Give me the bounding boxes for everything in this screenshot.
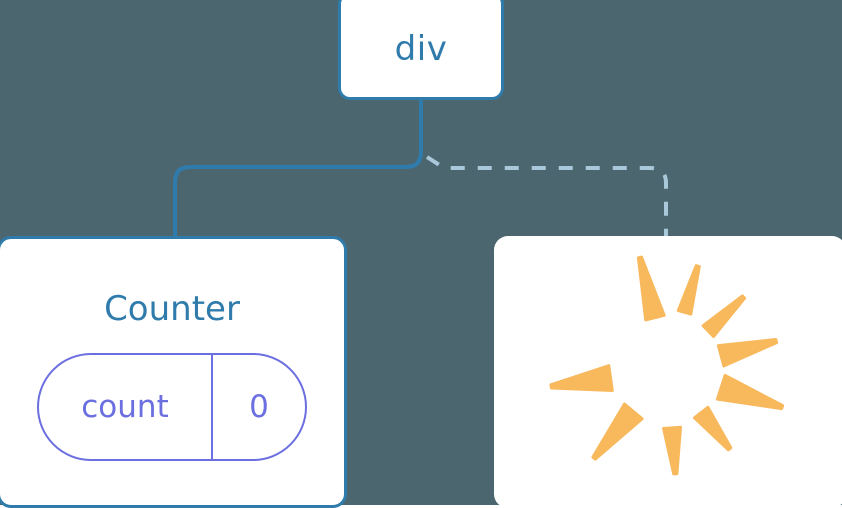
- starburst-ray: [549, 364, 614, 392]
- starburst-ray: [716, 338, 779, 368]
- node-counter[interactable]: Counter count 0: [0, 236, 347, 508]
- node-counter-label: Counter: [104, 289, 240, 329]
- starburst-icon: [549, 255, 785, 476]
- state-value-label: 0: [249, 389, 269, 425]
- starburst-ray: [715, 373, 785, 411]
- node-div-label: div: [394, 29, 448, 69]
- starburst-rays: [549, 255, 785, 476]
- starburst-ray: [636, 255, 666, 322]
- starburst-ray: [662, 425, 682, 476]
- state-key-label: count: [39, 355, 213, 459]
- starburst-ray: [676, 264, 701, 316]
- starburst-ray: [701, 294, 747, 338]
- starburst-ray: [591, 402, 644, 461]
- state-pill-count[interactable]: count 0: [37, 353, 307, 461]
- node-div[interactable]: div: [338, 0, 504, 100]
- connector-div-to-counter: [173, 98, 423, 240]
- starburst-ray: [693, 405, 733, 452]
- connector-div-to-burst: [425, 155, 668, 238]
- node-burst[interactable]: [494, 236, 842, 508]
